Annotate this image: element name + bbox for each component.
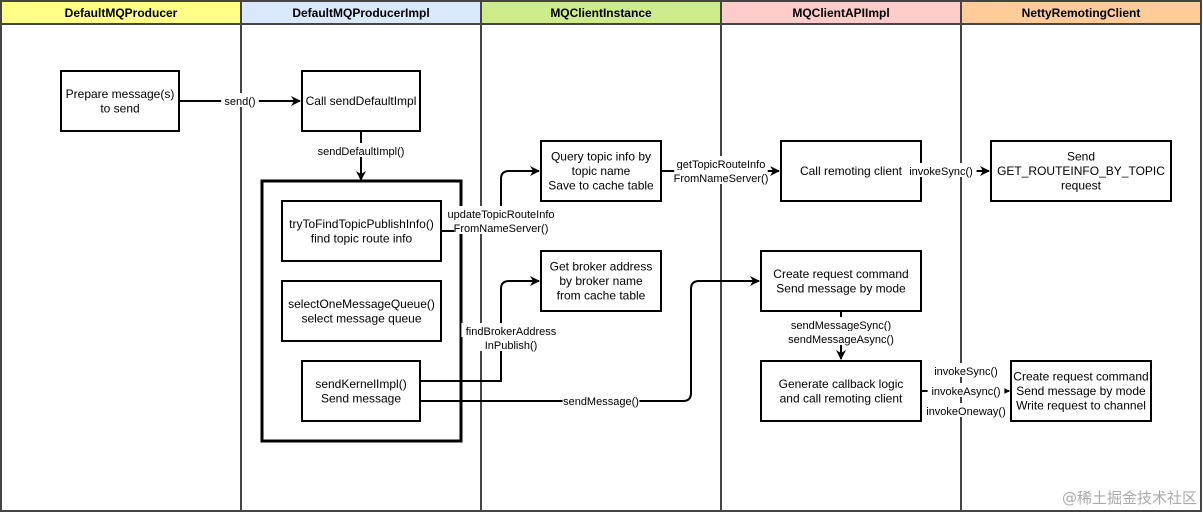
- edge-label-invoke-sync-1: invokeSync(): [909, 166, 973, 178]
- box-prepare: Prepare message(s)to send: [60, 70, 180, 132]
- edge-label-find-broker: findBrokerAddress: [466, 326, 557, 338]
- box-label: Create request command: [1013, 370, 1148, 384]
- box-label: Write request to channel: [1016, 399, 1146, 413]
- edge-label-get-route: getTopicRouteInfo: [677, 159, 766, 171]
- watermark: @稀土掘金技术社区: [1061, 489, 1197, 507]
- edge-label-invoke-mode: invokeOneway(): [926, 406, 1005, 418]
- edge-label-send-message-modes: sendMessageAsync(): [788, 334, 894, 346]
- swimlane-NettyRemotingClient: NettyRemotingClient: [960, 0, 1202, 512]
- box-label: GET_ROUTEINFO_BY_TOPIC: [997, 164, 1165, 178]
- edge-label-send-message: sendMessage(): [563, 396, 639, 408]
- box-label: tryToFindTopicPublishInfo(): [289, 217, 434, 231]
- box-label: Send: [1067, 150, 1095, 164]
- lane-title: DefaultMQProducerImpl: [292, 6, 429, 20]
- box-label: Send message: [321, 391, 401, 405]
- lane-title: MQClientInstance: [550, 6, 652, 20]
- box-select-queue: selectOneMessageQueue()select message qu…: [281, 280, 442, 342]
- edge-label-get-route: FromNameServer(): [674, 173, 769, 185]
- edge-label-update-route: FromNameServer(): [454, 223, 549, 235]
- lane-title: MQClientAPIImpl: [792, 6, 889, 20]
- box-label: topic name: [572, 164, 631, 178]
- box-label: Save to cache table: [548, 179, 654, 193]
- arrow-send-message: [420, 276, 760, 402]
- box-label: Get broker address: [550, 260, 653, 274]
- box-label: Send message by mode: [776, 281, 906, 295]
- box-try-find: tryToFindTopicPublishInfo()find topic ro…: [281, 200, 442, 262]
- lane-title: NettyRemotingClient: [1022, 6, 1141, 20]
- edge-label-send: send(): [224, 96, 255, 108]
- box-send-kernel: sendKernelImpl()Send message: [301, 360, 421, 422]
- box-label: Call remoting client: [800, 164, 903, 178]
- edge-label-send-default-impl: sendDefaultImpl(): [318, 146, 405, 158]
- box-label: Generate callback logic: [779, 377, 904, 391]
- box-label: request: [1061, 179, 1102, 193]
- box-label: Call sendDefaultImpl: [306, 94, 417, 108]
- box-label: Query topic info by: [551, 150, 651, 164]
- box-label: selectOneMessageQueue(): [288, 297, 435, 311]
- box-label: by broker name: [559, 274, 643, 288]
- arrow-find-broker: [420, 276, 540, 382]
- edge-label-invoke-mode: invokeAsync(): [931, 386, 1000, 398]
- arrow-update-route: [441, 166, 540, 232]
- box-label: sendKernelImpl(): [315, 377, 406, 391]
- box-label: Send message by mode: [1016, 384, 1146, 398]
- edge-label-find-broker: InPublish(): [485, 340, 538, 352]
- box-label: Create request command: [773, 267, 908, 281]
- send-default-impl-container: [260, 179, 463, 443]
- box-label: from cache table: [557, 289, 646, 303]
- box-label: find topic route info: [311, 231, 413, 245]
- box-label: and call remoting client: [780, 391, 903, 405]
- edge-label-send-message-modes: sendMessageSync(): [791, 320, 891, 332]
- edge-label-invoke-mode: invokeSync(): [934, 366, 998, 378]
- box-call-remoting: Call remoting client: [780, 140, 922, 202]
- lane-header: [960, 0, 1202, 25]
- box-call-send-default: Call sendDefaultImpl: [301, 70, 421, 132]
- box-label: Prepare message(s): [66, 87, 175, 101]
- box-label: select message queue: [301, 311, 421, 325]
- lane-title: DefaultMQProducer: [65, 6, 178, 20]
- box-label: to send: [100, 101, 139, 115]
- edge-label-update-route: updateTopicRouteInfo: [447, 209, 554, 221]
